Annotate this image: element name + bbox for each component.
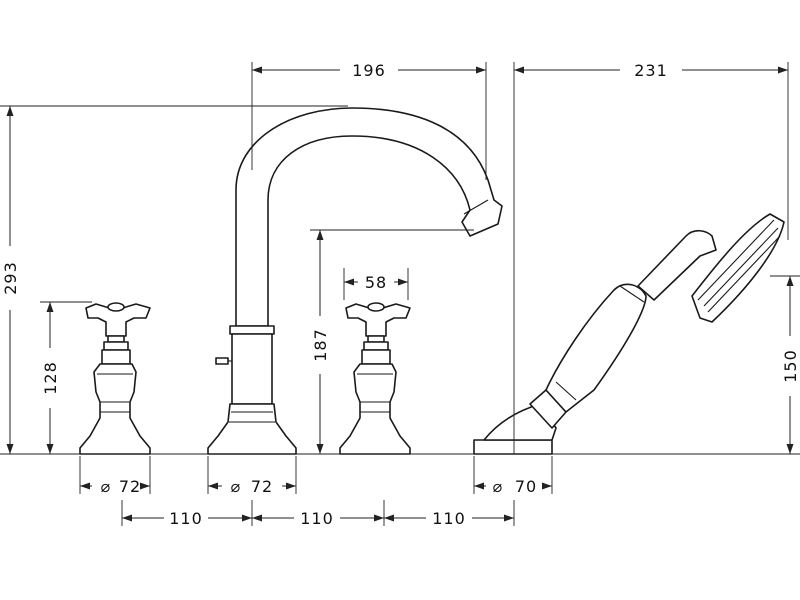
dimension-base-diameter-shower: 70 <box>515 477 537 496</box>
dimension-hand-shower-reach: 231 <box>634 61 668 80</box>
diameter-symbol-left: ⌀ <box>101 477 112 496</box>
dimension-base-diameter-spout: 72 <box>251 477 273 496</box>
dimension-spacing-2: 110 <box>300 509 334 528</box>
dimension-spacing-3: 110 <box>432 509 466 528</box>
center-spout <box>207 107 503 455</box>
dimension-handle-height: 128 <box>41 361 60 395</box>
diameter-symbol-spout: ⌀ <box>231 477 242 496</box>
dimension-spacing-1: 110 <box>169 509 203 528</box>
dimension-spout-reach: 196 <box>352 61 386 80</box>
hand-shower <box>473 213 785 455</box>
dimension-hand-shower-height: 150 <box>781 349 800 383</box>
extension-lines <box>0 62 800 526</box>
dimension-spout-height: 187 <box>311 328 330 362</box>
diameter-symbol-shower: ⌀ <box>493 477 504 496</box>
dimension-base-diameter-left: 72 <box>119 477 141 496</box>
dimension-overall-height: 293 <box>1 261 20 295</box>
left-cross-handle-valve <box>79 302 151 455</box>
dimension-handle-width: 58 <box>365 273 387 292</box>
right-cross-handle-valve <box>339 302 411 455</box>
dimension-lines <box>6 66 794 522</box>
